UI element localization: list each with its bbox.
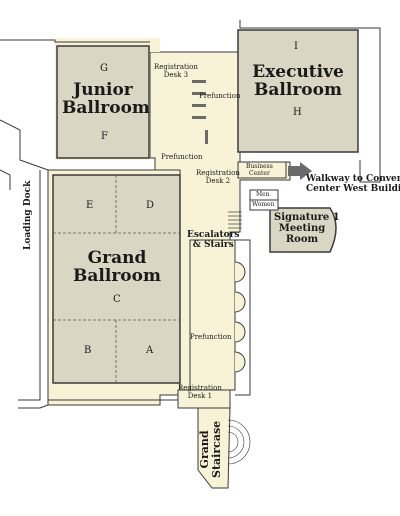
grand-ballroom[interactable] xyxy=(52,174,181,384)
section-b-label: B xyxy=(84,345,92,356)
business-center-label: Business Center xyxy=(246,163,273,177)
loading-dock-label: Loading Dock xyxy=(23,180,33,250)
prefunction-top-label: Prefunction xyxy=(199,92,241,100)
escalators-stairs-label: Escalators & Stairs xyxy=(187,230,240,250)
grand-ballroom-label: Grand Ballroom xyxy=(73,248,161,286)
prefunction-mid-label: Prefunction xyxy=(161,153,203,161)
registration-desk-3-label: Registration Desk 3 xyxy=(154,63,198,79)
signature-1-room[interactable] xyxy=(269,207,337,253)
registration-desk-1-label: Registration Desk 1 xyxy=(178,384,222,400)
walkway-arrow xyxy=(288,162,312,180)
executive-ballroom-label: Executive Ballroom xyxy=(252,62,344,100)
grand-ballroom-dividers xyxy=(53,175,180,383)
signature-1-label: Signature 1 Meeting Room xyxy=(274,212,340,245)
registration-desk-bars xyxy=(192,80,208,144)
section-f-label: F xyxy=(101,131,108,142)
business-center[interactable] xyxy=(237,161,287,179)
east-wall-bays xyxy=(234,261,246,373)
section-c-label: C xyxy=(113,294,121,305)
east-corridor xyxy=(189,239,236,391)
walkway-label: Walkway to Convention Center West Buildi… xyxy=(306,174,400,194)
prefunction-bottom-label: Prefunction xyxy=(190,333,232,341)
women-label: Women xyxy=(252,201,275,208)
registration-desk-2-label: Registration Desk 2 xyxy=(196,169,240,185)
section-g-label: G xyxy=(100,63,108,74)
escalators xyxy=(228,211,242,229)
section-d-label: D xyxy=(146,200,155,211)
section-e-label: E xyxy=(86,200,94,211)
staircase-corridor xyxy=(197,407,231,489)
junior-ballroom-label: Junior Ballroom xyxy=(62,80,150,118)
grand-staircase-label: Grand Staircase xyxy=(198,420,224,478)
building-outline xyxy=(0,20,381,409)
section-a-label: A xyxy=(146,345,154,356)
women-restroom[interactable] xyxy=(249,199,279,211)
men-label: Men xyxy=(256,191,270,198)
section-h-label: H xyxy=(293,107,302,118)
executive-ballroom[interactable] xyxy=(237,29,359,153)
grand-staircase-steps xyxy=(227,419,251,465)
section-i-label: I xyxy=(294,41,298,52)
junior-ballroom[interactable] xyxy=(56,45,150,159)
